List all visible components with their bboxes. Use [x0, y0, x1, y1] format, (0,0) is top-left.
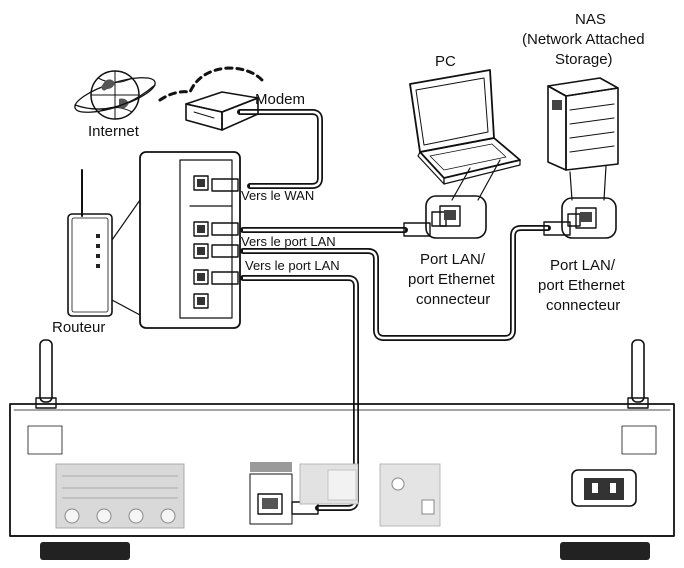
router-lan-port-4 — [193, 293, 209, 309]
nas-port-label-line3: connecteur — [546, 297, 620, 314]
router-lan-port-1 — [193, 221, 209, 237]
to-lan-label-2: Vers le port LAN — [245, 258, 340, 273]
modem-label: Modem — [255, 91, 305, 108]
to-lan-label-1: Vers le port LAN — [241, 234, 336, 249]
pc-label: PC — [435, 53, 456, 70]
ethernet-plug-icon — [211, 178, 239, 285]
cables — [158, 66, 551, 511]
speaker-terminals — [55, 463, 185, 529]
router-label: Routeur — [52, 319, 105, 336]
router-port-panel — [139, 151, 241, 329]
pc-port-label-line3: connecteur — [416, 291, 490, 308]
nas-label-line1: NAS — [575, 11, 606, 28]
modem-wan-cable-inner — [240, 110, 322, 188]
globe-icon — [74, 70, 156, 120]
nas-lan-port — [543, 197, 617, 239]
router-wan-port — [193, 175, 209, 191]
router-nas-cable-inner — [243, 226, 548, 340]
laptop-icon — [409, 69, 521, 201]
nas-label-line2: (Network Attached — [522, 31, 645, 48]
nas-port-label-line2: port Ethernet — [538, 277, 626, 294]
nas-icon — [547, 77, 619, 201]
to-wan-label: Vers le WAN — [241, 188, 314, 203]
router-lan-port-2 — [193, 243, 209, 259]
pc-port-label-line2: port Ethernet — [408, 271, 496, 288]
antenna-icon — [35, 339, 649, 409]
modem-icon — [185, 91, 259, 131]
nas-label-line3: Storage) — [555, 51, 613, 68]
pc-lan-port — [403, 195, 487, 239]
pc-port-label-line1: Port LAN/ — [420, 251, 486, 268]
ethernet-port-icon — [439, 205, 461, 227]
internet-modem-link — [158, 66, 264, 102]
power-inlet-icon — [571, 469, 637, 507]
internet-label: Internet — [88, 123, 140, 140]
modem-wan-cable — [237, 109, 323, 189]
router-lan-port-3 — [193, 269, 209, 285]
router-icon — [67, 169, 141, 317]
router-receiver-cable-inner — [243, 276, 358, 510]
nas-port-label-line1: Port LAN/ — [550, 257, 616, 274]
receiver-rear-panel — [9, 339, 675, 560]
